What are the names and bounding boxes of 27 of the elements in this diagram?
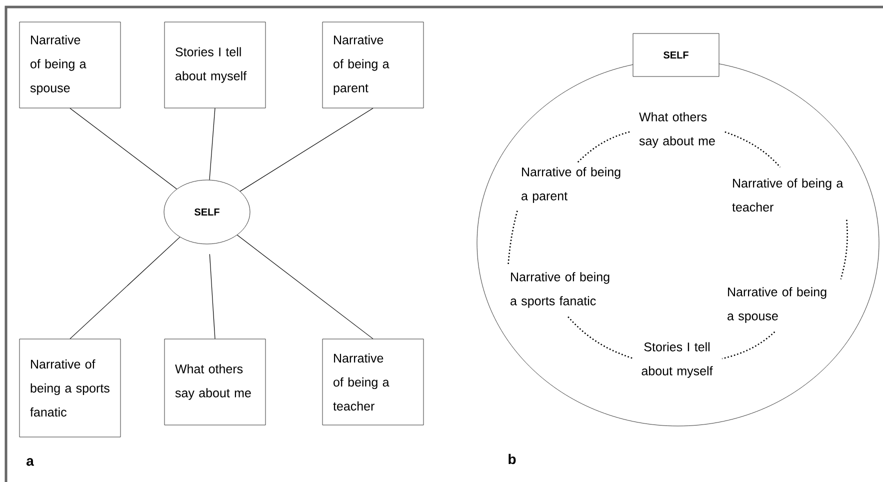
narrative-text: Narrative of being a teacher [732, 178, 844, 212]
connector-line [70, 108, 178, 190]
text-box: Stories I tell about myself [164, 22, 266, 108]
narrative-text: Stories I tell about myself [642, 342, 713, 378]
connector-line [209, 108, 216, 180]
connector-line [240, 108, 374, 192]
narrative-text: What others say about me [639, 112, 715, 148]
dotted-arc [840, 220, 848, 280]
text-box: Narrative of being a parent [322, 22, 424, 108]
dotted-arc [724, 131, 781, 168]
text-box: Narrative of being a sports fanatic [19, 338, 121, 438]
panel-letter: a [26, 458, 34, 466]
narrative-text: Narrative of being a parent [522, 167, 620, 203]
panel-letter: b [508, 454, 516, 464]
dotted-arc [577, 130, 632, 163]
connector-line [236, 234, 374, 340]
narrative-text: Narrative of being a sports fanatic [510, 272, 610, 308]
dotted-arc [508, 210, 518, 264]
dotted-arc [722, 331, 776, 360]
text-box: Narrative of being a spouse [19, 22, 121, 108]
connector-line [209, 254, 216, 340]
narrative-text: Narrative of being a spouse [728, 287, 826, 323]
text-box: Narrative of being a teacher [322, 338, 424, 426]
connector-line [70, 236, 180, 340]
self-box: SELF [632, 33, 720, 77]
text-box: What others say about me [164, 338, 266, 426]
dotted-arc [566, 316, 632, 359]
